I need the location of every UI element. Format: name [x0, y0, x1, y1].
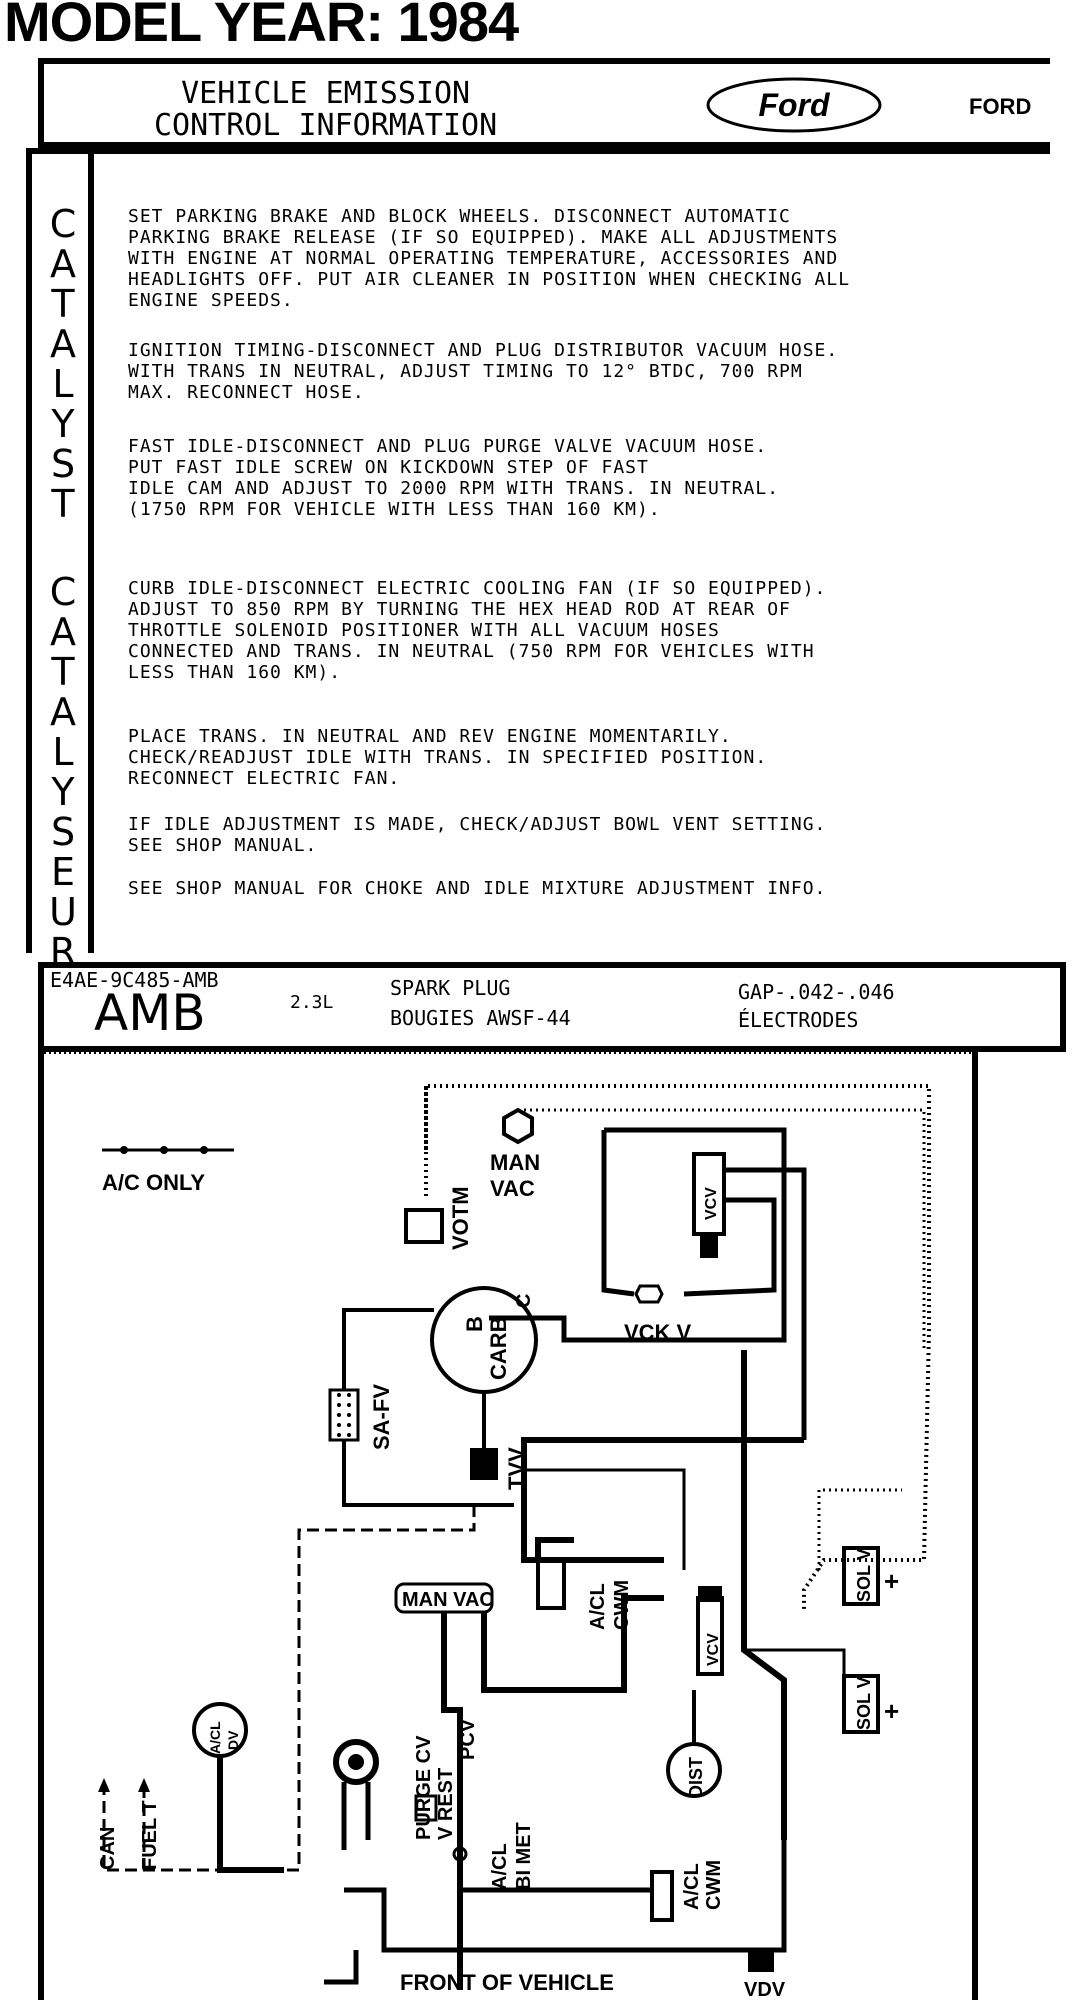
side-letter: T: [51, 650, 75, 694]
side-letter: S: [50, 810, 76, 854]
acl-bimet-label-2: BI MET: [513, 1822, 535, 1890]
side-letter: T: [51, 282, 75, 326]
side-letter: Y: [51, 770, 75, 814]
carb-port-b: B: [462, 1316, 487, 1332]
instruction-paragraph: SEE SHOP MANUAL FOR CHOKE AND IDLE MIXTU…: [128, 878, 827, 899]
side-letter: L: [52, 730, 74, 774]
side-letter: L: [52, 362, 74, 406]
instruction-paragraph: SET PARKING BRAKE AND BLOCK WHEELS. DISC…: [128, 206, 851, 311]
emission-header: VEHICLE EMISSION CONTROL INFORMATION For…: [38, 58, 1050, 148]
carb-port-c: C: [513, 1294, 535, 1308]
man-vac-box-label: MAN VAC: [402, 1589, 494, 1611]
instruction-paragraph: FAST IDLE-DISCONNECT AND PLUG PURGE VALV…: [128, 436, 780, 520]
sol-v-upper-plus: +: [884, 1566, 899, 1596]
vacuum-hose: [521, 1437, 804, 1563]
front-of-vehicle-label: FRONT OF VEHICLE: [400, 1970, 614, 1995]
sol-v-lower-plus: +: [884, 1696, 899, 1726]
instruction-paragraph: PLACE TRANS. IN NEUTRAL AND REV ENGINE M…: [128, 726, 768, 789]
acl-cwm-upper-label-2: CWM: [611, 1580, 633, 1630]
side-letter: Y: [51, 402, 75, 446]
sa-fv-label: SA-FV: [369, 1384, 394, 1450]
tvv-valve: [470, 1448, 498, 1480]
ford-logo: Ford: [706, 77, 882, 133]
pcv-valve: [414, 1794, 438, 1822]
can-arrow: [98, 1778, 110, 1792]
spark-plug-type: BOUGIES AWSF-44: [390, 1006, 571, 1030]
acl-cwm-upper-label-1: A/CL: [587, 1583, 609, 1630]
can-label: CAN: [97, 1827, 119, 1870]
vcv-lower-label: VCV: [705, 1633, 722, 1666]
spark-plug-label: SPARK PLUG: [390, 976, 511, 1000]
votm-label: VOTM: [448, 1186, 473, 1250]
side-letter: S: [50, 442, 76, 486]
ford-logo-text: Ford: [758, 87, 831, 123]
vacuum-hose: [489, 1127, 807, 1440]
part-number: E4AE-9C485-AMB: [50, 968, 219, 992]
vck-valve: [634, 1284, 664, 1304]
brand-label: FORD: [969, 94, 1032, 119]
purge-label-2: V REST: [435, 1768, 457, 1840]
acl-dv-label-2: DV: [225, 1730, 241, 1750]
model-year-heading: MODEL YEAR: 1984: [4, 0, 519, 53]
side-letter: C: [49, 570, 77, 614]
calibration-code: AMB: [94, 984, 206, 1042]
man-vac-top-label-1: MAN: [490, 1150, 540, 1175]
side-letter: A: [50, 690, 76, 734]
legend-label: A/C ONLY: [102, 1170, 205, 1195]
header-title: VEHICLE EMISSION CONTROL INFORMATION: [154, 78, 497, 141]
purge-label-1: PURGE CV: [413, 1735, 435, 1840]
header-title-line2: CONTROL INFORMATION: [154, 107, 498, 143]
instructions-panel: C A T A L Y S T C A T A L Y S E U R SET …: [26, 148, 1050, 972]
acl-cwm-upper: [536, 1558, 566, 1610]
engine-size: 2.3L: [290, 992, 334, 1013]
header-title-line1: VEHICLE EMISSION: [181, 76, 471, 111]
ac-only-hose: [424, 1084, 931, 1610]
side-letter: U: [49, 890, 77, 934]
vacuum-hose-diagram: A/C ONLY VOTM MAN VAC VCV VCK V CARB B C…: [44, 1050, 972, 2000]
vdv-label: VDV: [744, 1979, 786, 2000]
side-letter: A: [50, 242, 76, 286]
catalyst-side-column: C A T A L Y S T C A T A L Y S E U R: [32, 154, 94, 972]
votm-valve: [404, 1208, 444, 1244]
instruction-paragraph: CURB IDLE-DISCONNECT ELECTRIC COOLING FA…: [128, 578, 827, 683]
sol-v-lower-label: SOL V: [854, 1676, 874, 1730]
plug-gap: GAP-.042-.046: [738, 980, 895, 1004]
acl-cwm-lower-label-2: CWM: [703, 1860, 725, 1910]
side-letter: C: [49, 202, 77, 246]
acl-dv-label-1: A/CL: [207, 1721, 223, 1754]
plug-gap-french: ÉLECTRODES: [738, 1008, 859, 1032]
sol-v-valve-upper: [842, 1546, 880, 1606]
pcv-label: PCV: [457, 1718, 479, 1760]
acl-bimet-sensor: [452, 1846, 468, 1862]
carb-label: CARB: [486, 1316, 511, 1380]
acl-cwm-lower: [650, 1870, 674, 1922]
ac-only-hose: [524, 1108, 926, 1350]
vdv-valve: [748, 1950, 774, 1972]
instruction-paragraph: IF IDLE ADJUSTMENT IS MADE, CHECK/ADJUST…: [128, 814, 827, 856]
vcv-label: VCV: [703, 1187, 720, 1220]
fuel-t-label: FUEL T: [139, 1800, 161, 1870]
spec-panel: E4AE-9C485-AMB AMB 2.3L SPARK PLUG BOUGI…: [38, 962, 1066, 1052]
acl-bimet-label-1: A/CL: [489, 1843, 511, 1890]
canister-hose: [102, 1505, 476, 1872]
sol-v-upper-label: SOL V: [854, 1548, 874, 1602]
acl-cwm-lower-label-1: A/CL: [681, 1863, 703, 1910]
instruction-paragraph: IGNITION TIMING-DISCONNECT AND PLUG DIST…: [128, 340, 839, 403]
vacuum-diagram-panel: A/C ONLY VOTM MAN VAC VCV VCK V CARB B C…: [38, 1050, 978, 2000]
sol-v-valve-lower: [842, 1674, 880, 1734]
manifold-vacuum-fitting: [502, 1107, 534, 1145]
man-vac-top-label-2: VAC: [490, 1176, 535, 1201]
vck-v-label: VCK V: [624, 1320, 692, 1345]
side-letter: A: [50, 322, 76, 366]
purge-control-valve: [333, 1739, 379, 1785]
side-letter: A: [50, 610, 76, 654]
sa-fv-valve: [328, 1388, 360, 1442]
fuel-tank-arrow: [138, 1778, 150, 1792]
dist-label: DIST: [686, 1757, 706, 1798]
vacuum-hose: [441, 1595, 664, 1990]
side-letter: E: [50, 850, 75, 894]
side-letter: T: [51, 482, 75, 526]
